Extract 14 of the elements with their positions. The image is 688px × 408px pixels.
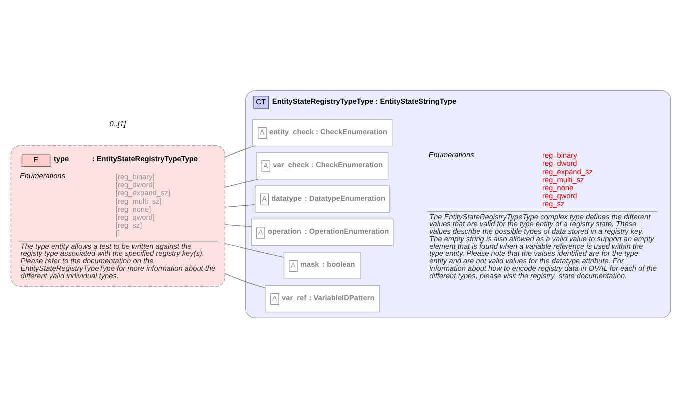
connector	[225, 178, 259, 188]
connector	[225, 242, 284, 258]
node-box: A var_ref : VariableIDPattern	[265, 284, 380, 312]
node-label: 0..[1]	[110, 119, 126, 128]
connector	[225, 224, 252, 227]
node-box: A var_check : CheckEnumeration	[256, 152, 389, 180]
node-box: A entity_check : CheckEnumeration	[252, 118, 393, 146]
node-box: A mask : boolean	[284, 252, 362, 279]
connector	[224, 145, 255, 158]
node-box: A operation : OperationEnumeration	[251, 218, 394, 246]
node-box: A datatype : DatatypeEnumeration	[255, 185, 390, 212]
connector	[225, 204, 256, 208]
connector	[225, 272, 266, 288]
node-box: E type : EntityStateRegistryTypeType Enumerations [reg_binary] [reg_dword] [reg_expand_sz] [reg_multi_sz] [reg_none] [reg_qword] [reg_sz] [] The type entity allows a test to be written against the registy type associated with the specified registry key(s). Please refer to the documentation on the EntityStateRegistryTypeType for more information about the different valid individual types.	[10, 144, 226, 287]
